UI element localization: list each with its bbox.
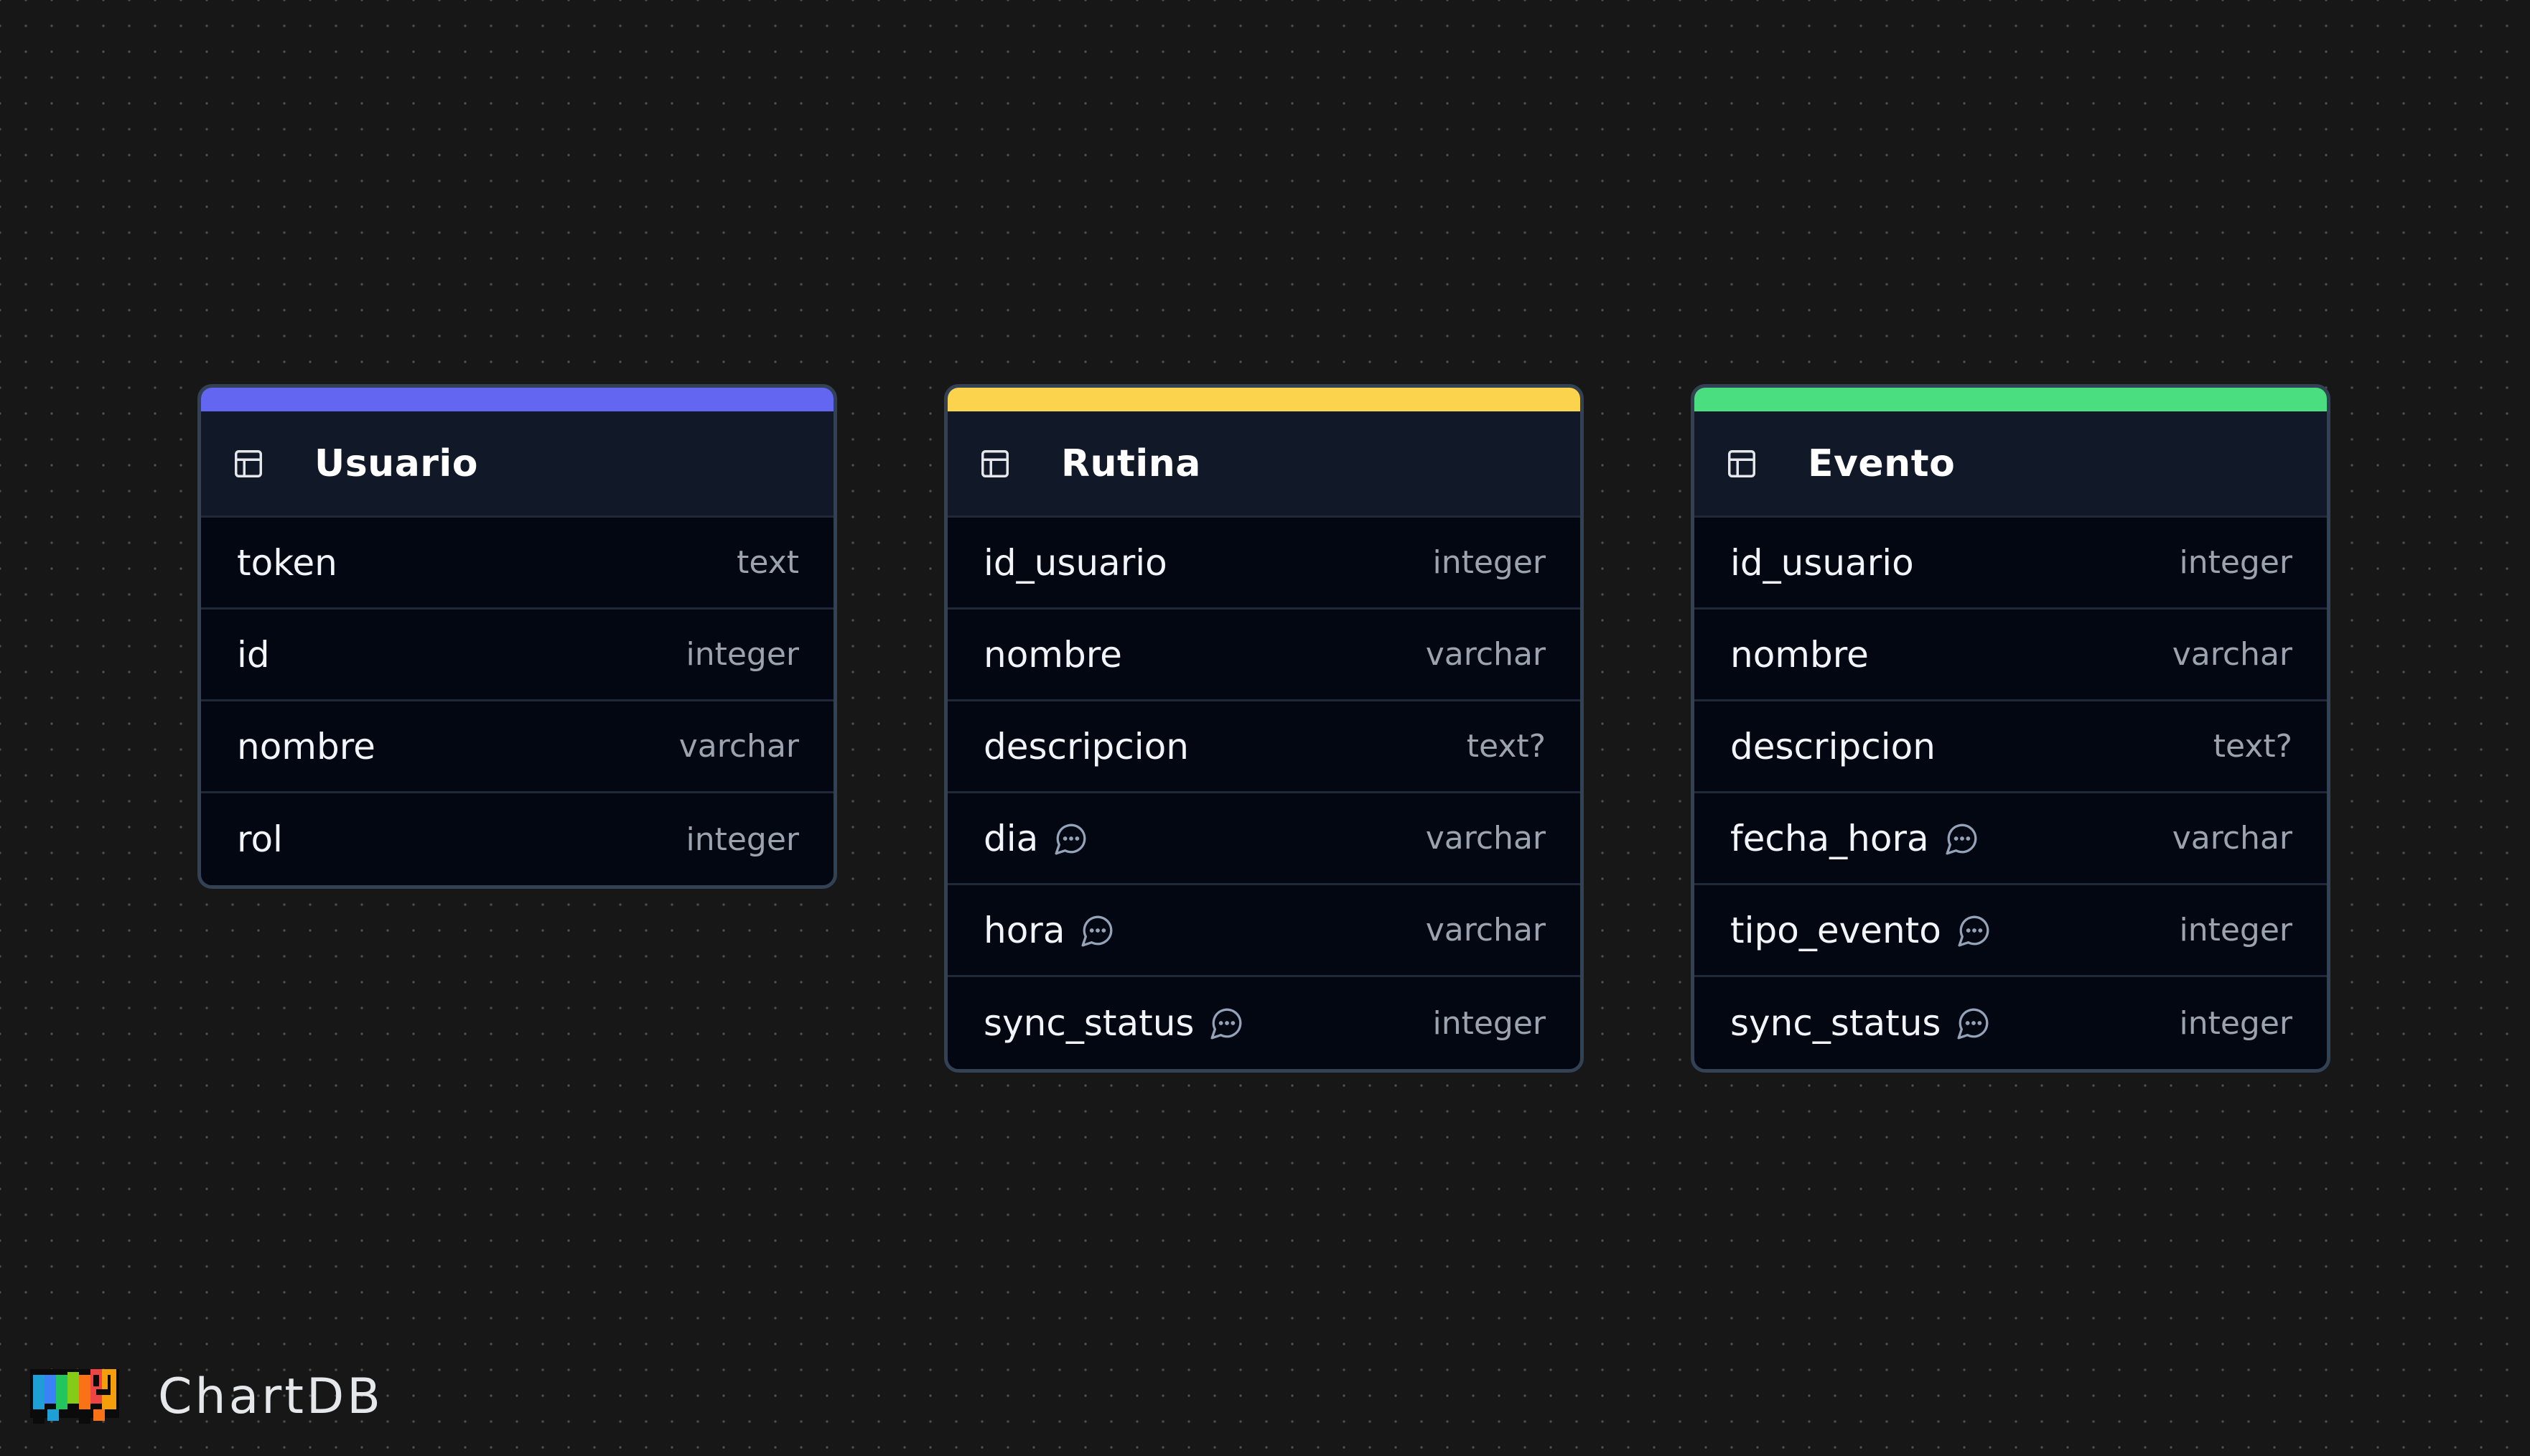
table-header[interactable]: Rutina [948, 411, 1580, 518]
field-type: varchar [678, 728, 799, 765]
table-icon [978, 447, 1012, 481]
field-type: integer [1432, 1004, 1546, 1042]
field-name: sync_status [984, 1002, 1195, 1044]
comment-icon[interactable] [1208, 1004, 1246, 1042]
field-type: varchar [2172, 636, 2292, 673]
field-name: descripcion [1730, 725, 1936, 767]
table-color-bar [201, 388, 834, 411]
brand: ChartDB [30, 1364, 383, 1429]
table-field-row[interactable]: rol integer [201, 793, 834, 885]
field-type: text? [1466, 728, 1546, 765]
table-header[interactable]: Usuario [201, 411, 834, 518]
field-name: descripcion [984, 725, 1189, 767]
table-field-row[interactable]: nombre varchar [1694, 610, 2327, 701]
field-name: id_usuario [1730, 541, 1914, 584]
field-type: integer [1432, 544, 1546, 581]
table-field-row[interactable]: nombre varchar [948, 610, 1580, 701]
table-field-row[interactable]: id_usuario integer [948, 518, 1580, 610]
table-card-rutina[interactable]: Rutina id_usuario integer nombre varchar… [944, 384, 1584, 1073]
table-header[interactable]: Evento [1694, 411, 2327, 518]
field-type: integer [2179, 1004, 2292, 1042]
table-field-row[interactable]: descripcion text? [948, 701, 1580, 793]
field-name: rol [237, 818, 283, 860]
table-field-row[interactable]: dia varchar [948, 793, 1580, 885]
field-type: integer [686, 821, 799, 858]
table-field-row[interactable]: hora varchar [948, 885, 1580, 977]
field-type: text [737, 544, 799, 581]
field-name: id_usuario [984, 541, 1167, 584]
table-field-row[interactable]: token text [201, 518, 834, 610]
field-type: varchar [1425, 912, 1546, 948]
table-icon [231, 447, 266, 481]
field-type: varchar [1425, 636, 1546, 673]
table-title: Usuario [314, 442, 478, 485]
comment-icon[interactable] [1955, 1004, 1992, 1042]
table-color-bar [948, 388, 1580, 411]
field-name: dia [984, 817, 1039, 859]
table-field-row[interactable]: descripcion text? [1694, 701, 2327, 793]
table-field-row[interactable]: tipo_evento integer [1694, 885, 2327, 977]
field-name: nombre [237, 725, 375, 767]
table-title: Rutina [1061, 442, 1201, 485]
comment-icon[interactable] [1052, 820, 1090, 857]
table-field-row[interactable]: id integer [201, 610, 834, 701]
field-type: integer [2179, 544, 2292, 581]
table-field-row[interactable]: nombre varchar [201, 701, 834, 793]
field-type: text? [2213, 728, 2292, 765]
field-type: varchar [1425, 820, 1546, 857]
field-name: nombre [984, 633, 1122, 676]
field-name: tipo_evento [1730, 909, 1941, 951]
field-name: hora [984, 909, 1065, 951]
field-type: varchar [2172, 820, 2292, 857]
comment-icon[interactable] [1943, 820, 1981, 857]
field-name: token [237, 541, 337, 584]
field-name: fecha_hora [1730, 817, 1929, 859]
table-field-row[interactable]: sync_status integer [1694, 977, 2327, 1069]
table-card-evento[interactable]: Evento id_usuario integer nombre varchar… [1691, 384, 2330, 1073]
field-name: id [237, 633, 270, 676]
field-type: integer [2179, 912, 2292, 948]
table-card-usuario[interactable]: Usuario token text id integer nombre var… [197, 384, 837, 889]
field-name: nombre [1730, 633, 1869, 676]
field-name: sync_status [1730, 1002, 1941, 1044]
field-type: integer [686, 636, 799, 673]
table-color-bar [1694, 388, 2327, 411]
table-title: Evento [1808, 442, 1956, 485]
brand-name: ChartDB [158, 1368, 383, 1425]
chartdb-logo-icon [30, 1369, 119, 1424]
table-field-row[interactable]: id_usuario integer [1694, 518, 2327, 610]
table-field-row[interactable]: fecha_hora varchar [1694, 793, 2327, 885]
table-icon [1724, 447, 1759, 481]
comment-icon[interactable] [1956, 912, 1993, 949]
comment-icon[interactable] [1079, 912, 1116, 949]
table-field-row[interactable]: sync_status integer [948, 977, 1580, 1069]
